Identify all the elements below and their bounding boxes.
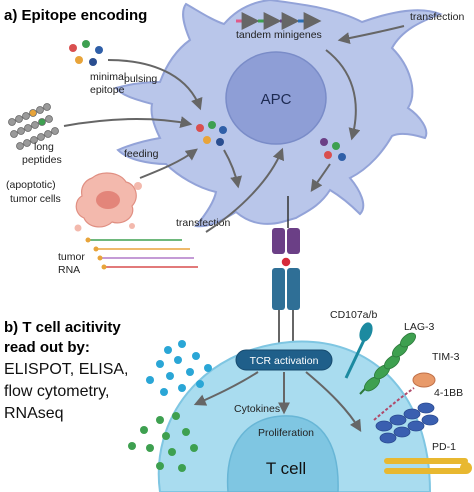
- minimal-epitope-label-2: epitope: [90, 84, 125, 96]
- proliferation-label: Proliferation: [258, 427, 314, 439]
- long-peptides-icon: [8, 103, 59, 150]
- cytokines-icon: [128, 340, 212, 472]
- lag3-marker-icon: [359, 332, 417, 395]
- tumor-cell-icon: [74, 172, 142, 232]
- t-cell-nucleus: [226, 415, 339, 492]
- pd1-label: PD-1: [432, 441, 456, 453]
- tandem-minigenes-label: tandem minigenes: [236, 29, 322, 41]
- long-peptides-label-1: long: [34, 141, 54, 153]
- tim3-label: TIM-3: [432, 351, 460, 363]
- readout-method-1: ELISPOT, ELISA,: [4, 361, 129, 378]
- transfection-bottom-label: transfection: [176, 217, 230, 229]
- long-peptides-label-2: peptides: [22, 154, 62, 166]
- pulsing-label: pulsing: [124, 73, 157, 85]
- cd107-label: CD107a/b: [330, 309, 377, 321]
- minimal-epitope-icon: [69, 40, 103, 66]
- tim3-marker-icon: [373, 372, 436, 421]
- t-cell-label: T cell: [266, 459, 306, 478]
- readout-method-3: RNAseq: [4, 405, 64, 422]
- apc-nucleus: [225, 51, 327, 145]
- tumor-rna-icon: [85, 237, 198, 270]
- cd107-marker-icon: [344, 322, 373, 379]
- readout-method-2: flow cytometry,: [4, 383, 110, 400]
- tcr-activation-badge: TCR activation: [235, 349, 333, 371]
- mhc-complex: [272, 196, 300, 268]
- tumor-rna-label-2: RNA: [58, 264, 80, 276]
- transfection-top-label: transfection: [410, 11, 464, 23]
- section-a-title: a) Epitope encoding: [4, 7, 147, 24]
- tcr-receptor: [272, 268, 300, 348]
- lag3-label: LAG-3: [404, 321, 435, 333]
- apc-label: APC: [261, 91, 292, 108]
- fourone-bb-label: 4-1BB: [434, 387, 463, 399]
- apc-cell: APC: [114, 0, 443, 228]
- fourone-bb-marker-icon: [375, 402, 439, 444]
- flow-arrows-b: [193, 371, 362, 433]
- pd1-marker-icon: [384, 458, 472, 474]
- minimal-epitope-label-1: minimal: [90, 71, 126, 83]
- section-b-title-2: read out by:: [4, 339, 90, 356]
- flow-arrows-a: [63, 25, 405, 233]
- tumor-cells-label-1: (apoptotic): [6, 179, 56, 191]
- section-b-title-1: b) T cell acitivity: [4, 319, 121, 336]
- tumor-cells-label-2: tumor cells: [10, 193, 61, 205]
- cytokines-label: Cytokines: [234, 403, 280, 415]
- feeding-label: feeding: [124, 148, 159, 160]
- tumor-rna-label-1: tumor: [58, 251, 85, 263]
- peptides-in-apc-icon: [196, 121, 346, 161]
- tcr-activation-label: TCR activation: [250, 355, 319, 367]
